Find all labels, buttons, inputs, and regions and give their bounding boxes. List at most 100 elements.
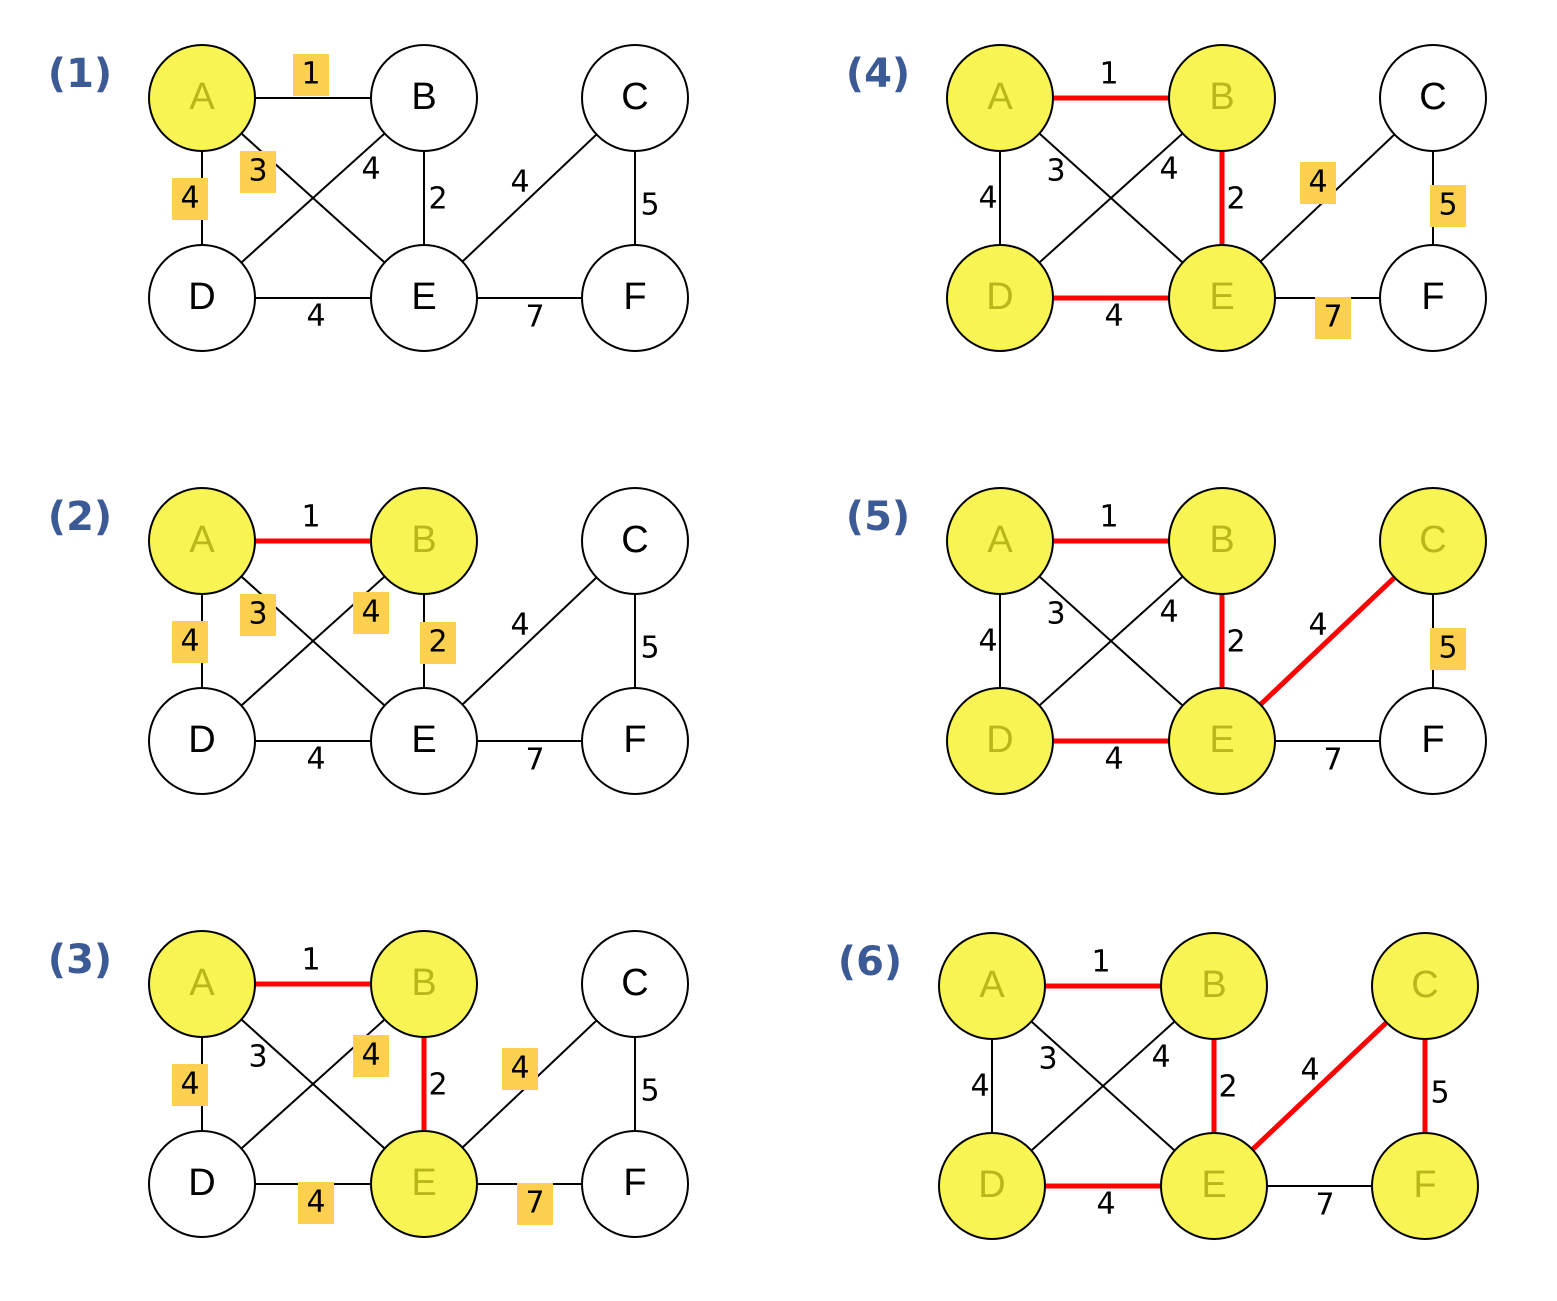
candidate-highlight	[420, 622, 456, 664]
edge-weight-ce: 4	[510, 1051, 529, 1086]
node-label-d: D	[188, 719, 215, 761]
edge-weight-bd: 4	[361, 1038, 380, 1073]
edge-weight-ad: 4	[180, 624, 199, 659]
candidate-highlight	[172, 621, 208, 663]
node-a	[148, 44, 256, 152]
node-e	[1168, 687, 1276, 795]
node-label-c: C	[621, 76, 648, 118]
node-c	[1379, 44, 1487, 152]
edge-weight-de: 4	[1104, 299, 1123, 334]
node-d	[148, 1130, 256, 1238]
node-b	[370, 44, 478, 152]
node-c	[581, 930, 689, 1038]
edge-weight-ef: 7	[525, 743, 544, 778]
edge-weight-ab: 1	[301, 57, 320, 92]
node-label-f: F	[1421, 719, 1444, 761]
edge-weight-ae: 3	[1038, 1042, 1057, 1077]
node-c	[581, 487, 689, 595]
edge-weight-ef: 7	[1323, 743, 1342, 778]
node-e	[1168, 244, 1276, 352]
node-label-e: E	[1201, 1164, 1226, 1206]
edge-weight-de: 4	[306, 1185, 325, 1220]
candidate-highlight	[1300, 162, 1336, 204]
edge-weight-be: 2	[428, 625, 447, 660]
node-d	[148, 244, 256, 352]
edge-weight-ab: 1	[301, 943, 320, 978]
node-label-e: E	[411, 276, 436, 318]
candidate-highlight	[172, 1064, 208, 1106]
edge-weight-cf: 5	[1438, 631, 1457, 666]
node-label-f: F	[623, 719, 646, 761]
node-label-e: E	[1209, 719, 1234, 761]
node-d	[148, 687, 256, 795]
node-d	[946, 244, 1054, 352]
edge-weight-ad: 4	[180, 181, 199, 216]
edge-weight-cf: 5	[640, 1074, 659, 1109]
node-b	[1160, 932, 1268, 1040]
edge-weight-cf: 5	[1430, 1076, 1449, 1111]
edge-weight-de: 4	[306, 742, 325, 777]
edge-weight-ef: 7	[1315, 1188, 1334, 1223]
node-label-c: C	[621, 519, 648, 561]
node-a	[148, 930, 256, 1038]
node-label-c: C	[1411, 964, 1438, 1006]
edge-weight-ab: 1	[1099, 500, 1118, 535]
node-label-b: B	[411, 519, 436, 561]
edge-weight-ab: 1	[1091, 945, 1110, 980]
node-e	[1160, 1132, 1268, 1240]
edge-weight-ce: 4	[510, 165, 529, 200]
candidate-highlight	[1315, 297, 1351, 339]
edge-weight-ce: 4	[510, 608, 529, 643]
node-b	[1168, 487, 1276, 595]
node-label-c: C	[1419, 76, 1446, 118]
candidate-highlight	[298, 1182, 334, 1224]
edge-weight-cf: 5	[640, 631, 659, 666]
node-label-c: C	[1419, 519, 1446, 561]
node-label-a: A	[979, 964, 1005, 1006]
candidate-highlight	[240, 594, 276, 636]
step-label: (3)	[48, 937, 112, 983]
edge-weight-ae: 3	[248, 597, 267, 632]
node-f	[1379, 687, 1487, 795]
edge-weight-ad: 4	[978, 624, 997, 659]
step-label: (1)	[48, 51, 112, 97]
node-f	[581, 1130, 689, 1238]
node-a	[946, 44, 1054, 152]
node-d	[938, 1132, 1046, 1240]
node-b	[1168, 44, 1276, 152]
candidate-highlight	[1430, 628, 1466, 670]
node-label-e: E	[411, 1162, 436, 1204]
edge-weight-ef: 7	[1323, 300, 1342, 335]
candidate-highlight	[353, 592, 389, 634]
node-label-b: B	[1209, 76, 1234, 118]
node-a	[938, 932, 1046, 1040]
node-c	[1371, 932, 1479, 1040]
edge-weight-de: 4	[1096, 1187, 1115, 1222]
edge-weight-ef: 7	[525, 300, 544, 335]
node-label-e: E	[411, 719, 436, 761]
node-a	[148, 487, 256, 595]
node-a	[946, 487, 1054, 595]
edge-weight-cf: 5	[1438, 188, 1457, 223]
node-label-a: A	[987, 519, 1013, 561]
node-f	[1371, 1132, 1479, 1240]
edge-weight-ab: 1	[301, 500, 320, 535]
edge-weight-be: 2	[1226, 182, 1245, 217]
node-label-a: A	[189, 519, 215, 561]
step-label: (5)	[846, 494, 910, 540]
edge-weight-ce: 4	[1308, 165, 1327, 200]
edge-weight-bd: 4	[361, 152, 380, 187]
candidate-highlight	[353, 1035, 389, 1077]
edge-weight-ad: 4	[180, 1067, 199, 1102]
candidate-highlight	[293, 54, 329, 96]
edge-weight-cf: 5	[640, 188, 659, 223]
node-label-a: A	[189, 962, 215, 1004]
step-label: (6)	[838, 939, 902, 985]
edge-weight-ce: 4	[1300, 1053, 1319, 1088]
node-f	[581, 244, 689, 352]
